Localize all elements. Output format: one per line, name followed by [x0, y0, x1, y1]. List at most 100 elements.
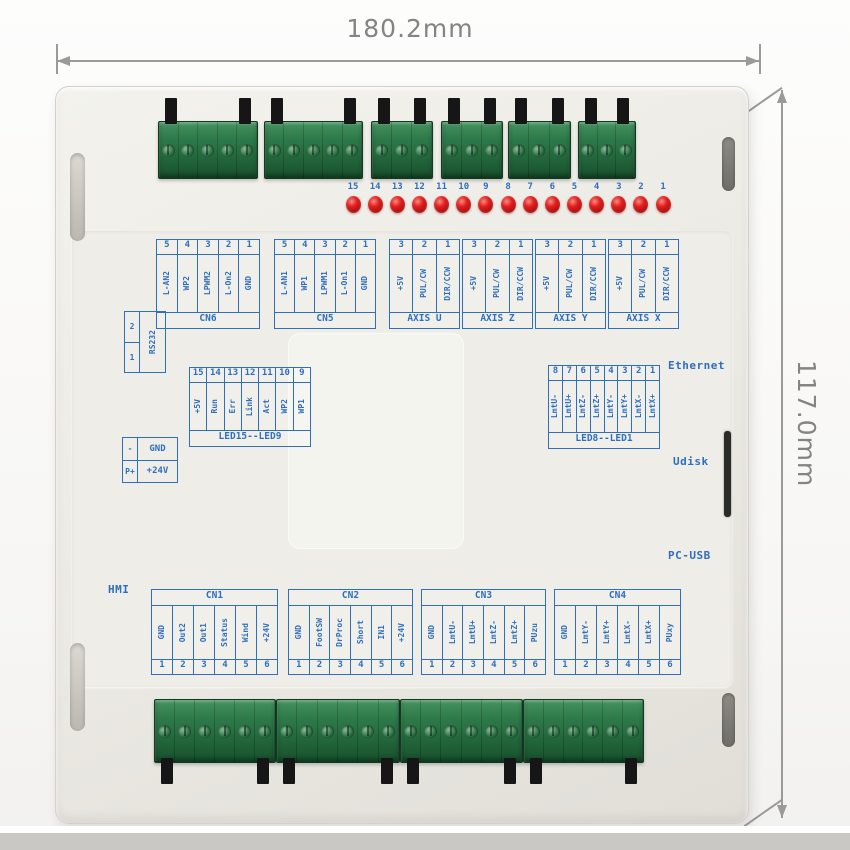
pin-number: 1 [436, 240, 459, 255]
mounting-slot [722, 693, 735, 747]
terminal-pin [155, 700, 175, 762]
terminal-pin [218, 122, 238, 178]
pin-column: LmtZ-4 [484, 606, 505, 674]
connector-mounting-pin [484, 98, 496, 124]
pin-block-title: CN6 [157, 312, 259, 328]
terminal-pin [529, 122, 550, 178]
pin-number: 4 [351, 659, 371, 674]
pin-label: LmtZ+ [592, 394, 602, 419]
pin-label: DIR/CCW [588, 266, 598, 301]
pin-label: LmtY+ [619, 394, 629, 419]
terminal-screw [220, 143, 234, 157]
pin-number: 13 [224, 368, 241, 383]
terminal-screw [325, 143, 339, 157]
pin-number: 1 [655, 240, 678, 255]
terminal-pin [421, 700, 442, 762]
terminal-pin [598, 122, 617, 178]
pin-label: +5V [396, 276, 406, 291]
pin-column: LmtY-2 [576, 606, 597, 674]
terminal-pin [198, 122, 218, 178]
terminal-pin [323, 122, 343, 178]
pin-number: 5 [236, 659, 256, 674]
bottom-terminal-connector [154, 699, 276, 784]
pin-column: LmtX+5 [639, 606, 660, 674]
pin-number: 3 [609, 240, 632, 255]
udisk-port-label: Udisk [673, 455, 709, 468]
pin-column: LmtY+3 [597, 606, 618, 674]
pin-label: L-AN2 [161, 271, 171, 296]
pin-column: LmtU-2 [442, 606, 464, 674]
pin-block-title: CN4 [555, 590, 680, 606]
terminal-screw [552, 143, 566, 157]
terminal-pin [372, 122, 392, 178]
pin-number: 1 [239, 240, 259, 255]
pin-number: 2 [335, 240, 355, 255]
pin-label: WP1 [296, 399, 306, 414]
pin-label: LmtZ- [488, 620, 498, 645]
terminal-screw [464, 724, 478, 738]
pin-label: LPWM2 [202, 271, 212, 296]
pin-number: 1 [509, 240, 532, 255]
terminal-pin [441, 700, 462, 762]
led-number: 14 [369, 182, 381, 192]
led-number: 4 [593, 182, 600, 192]
terminal-screw [320, 724, 334, 738]
pin-column: LmtZ+5 [504, 606, 526, 674]
connector-mounting-pin [552, 98, 564, 124]
hmi-label: HMI [108, 583, 130, 596]
pin-label: Out1 [199, 622, 208, 643]
terminal-screw [300, 724, 314, 738]
pin-number: - [123, 438, 138, 460]
pin-number: 1 [289, 659, 309, 674]
pin-number: 15 [190, 368, 207, 383]
terminal-pin [215, 700, 235, 762]
pin-label: GND [244, 276, 254, 291]
table-edge [0, 833, 850, 850]
pin-column: 3+5V [463, 240, 487, 312]
terminal-screw [566, 724, 580, 738]
bottom-terminal-connector [400, 699, 523, 784]
dimension-height-line [777, 90, 787, 818]
terminal-screw [198, 724, 211, 738]
terminal-pin [462, 700, 482, 762]
pin-column: 15 +5V [190, 368, 208, 430]
led-lamp-icon [611, 196, 627, 213]
pin-label: PUL/CW [565, 269, 575, 298]
arrowhead-right-icon [746, 56, 759, 66]
mounting-slot [70, 643, 85, 731]
pin-label: GND [293, 625, 303, 640]
pin-number: 2 [218, 240, 239, 255]
pin-label: +5V [193, 399, 203, 414]
led-indicator: 7 [519, 181, 541, 213]
pin-column: LmtU+3 [463, 606, 485, 674]
pin-number: 1 [555, 659, 575, 674]
terminal-screw [158, 724, 171, 738]
pin-label: Out2 [178, 622, 187, 643]
pin-label: GND [360, 276, 370, 291]
terminal-screw [606, 724, 620, 738]
pin-number: 4 [295, 240, 315, 255]
pin-label: Wind [241, 622, 250, 643]
pin-label: Act [262, 399, 272, 414]
